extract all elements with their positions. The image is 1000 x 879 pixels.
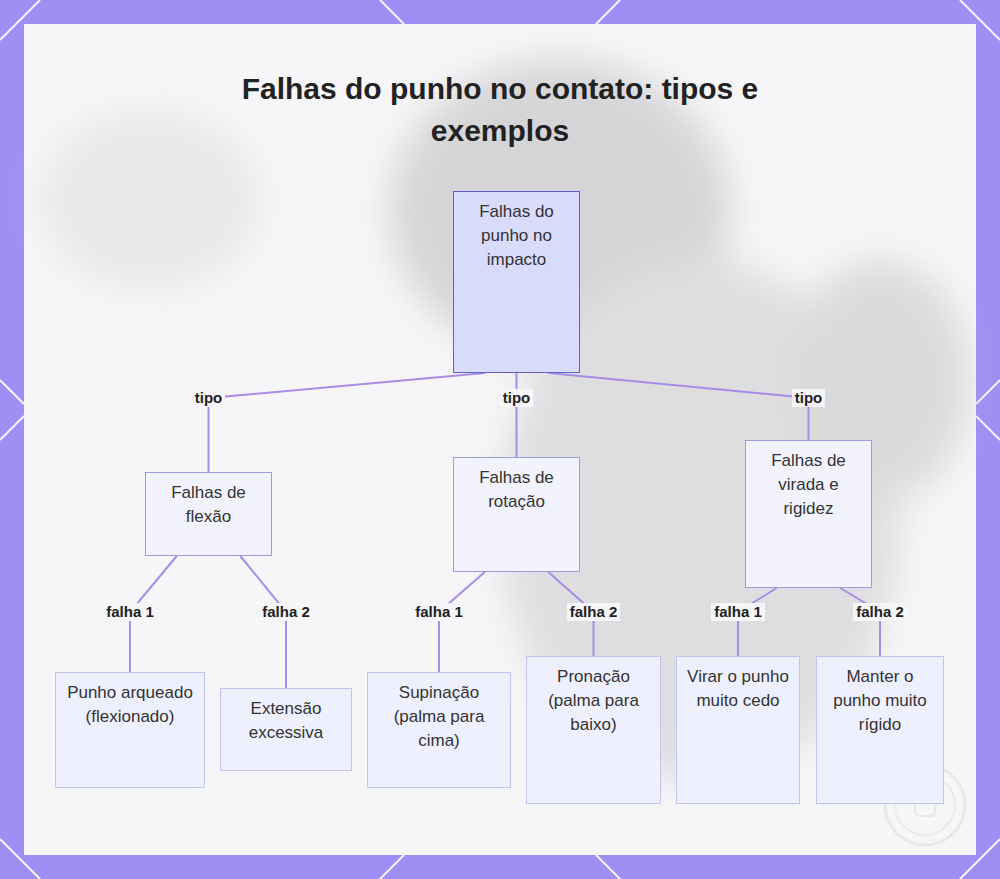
edge-label: falha 2 <box>259 603 313 621</box>
edge-label: falha 1 <box>412 603 466 621</box>
edge-label: falha 2 <box>853 603 907 621</box>
edge-label: falha 1 <box>711 603 765 621</box>
category-box: Falhas de flexão <box>145 472 272 556</box>
node-text: Falhas do punho no impacto <box>460 200 573 272</box>
node-text: Pronação (palma para baixo) <box>533 665 654 737</box>
connector <box>240 556 286 688</box>
node-text: Falhas de virada e rigidez <box>752 449 865 521</box>
edge-label: falha 2 <box>567 603 621 621</box>
connector <box>738 588 777 656</box>
connector <box>516 373 518 457</box>
example-box: Supinação (palma para cima) <box>367 672 511 788</box>
node-text: Extensão excessiva <box>227 697 345 745</box>
node-text: Manter o punho muito rígido <box>823 665 937 737</box>
example-box: Pronação (palma para baixo) <box>526 656 661 804</box>
node-text: Supinação (palma para cima) <box>374 681 504 753</box>
root-box: Falhas do punho no impacto <box>453 191 580 373</box>
edge-label: falha 1 <box>103 603 157 621</box>
connector <box>840 588 880 656</box>
example-box: Punho arqueado (flexionado) <box>55 672 205 788</box>
category-box: Falhas de virada e rigidez <box>745 440 872 588</box>
node-text: Falhas de rotação <box>460 466 573 514</box>
node-text: Virar o punho muito cedo <box>683 665 793 713</box>
category-box: Falhas de rotação <box>453 457 580 572</box>
node-text: Falhas de flexão <box>152 481 265 529</box>
node-text: Punho arqueado (flexionado) <box>62 681 198 729</box>
edge-label: tipo <box>792 389 826 407</box>
edge-label: tipo <box>500 389 534 407</box>
connector <box>548 373 808 440</box>
edge-label: tipo <box>192 389 226 407</box>
connector <box>209 373 485 472</box>
example-box: Manter o punho muito rígido <box>816 656 944 804</box>
diagram-title: Falhas do punho no contato: tipos e exem… <box>215 68 785 152</box>
example-box: Extensão excessiva <box>220 688 352 771</box>
example-box: Virar o punho muito cedo <box>676 656 800 804</box>
connector <box>439 572 485 672</box>
